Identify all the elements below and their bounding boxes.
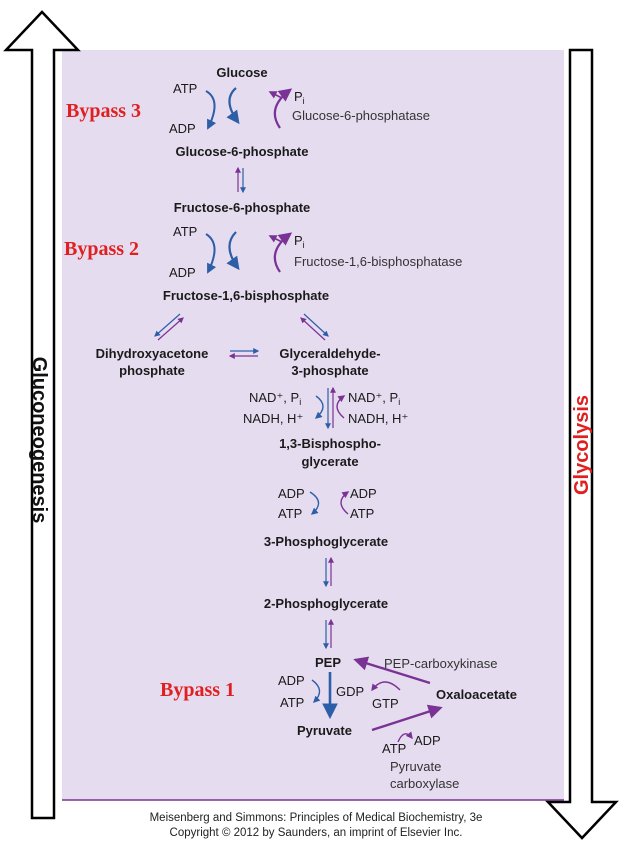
nad-pi-right-label: NAD⁺, Pi: [348, 390, 400, 407]
nadh-right-label: NADH, H⁺: [348, 411, 408, 426]
gap-label-line1: Glyceraldehyde-: [279, 346, 380, 361]
gluconeogenesis-up-arrow: [3, 10, 81, 820]
nad-pi-left-text: NAD⁺, P: [249, 390, 299, 405]
bypass-3-label: Bypass 3: [66, 100, 141, 122]
3pg-label: 3-Phosphoglycerate: [264, 534, 388, 549]
dhap-label-line2: phosphate: [119, 363, 185, 378]
bypass-2-label: Bypass 2: [64, 238, 139, 260]
pep-label: PEP: [315, 655, 341, 670]
adp-label-pk: ADP: [278, 673, 305, 688]
equilibrium-g6p-f6p: [235, 166, 246, 194]
atp-adp-curve-b3: [205, 90, 217, 130]
adp-label-pgk-right: ADP: [350, 486, 377, 501]
gapdh-cofactor-arrows: [314, 386, 346, 430]
pep-carboxykinase-label: PEP-carboxykinase: [384, 656, 497, 671]
f16bp-label: Fructose-1,6-bisphosphate: [163, 288, 329, 303]
adp-label-pgk-left: ADP: [278, 486, 305, 501]
pi-release-curve-b3: [268, 91, 283, 99]
pyruvate-carboxylase-reverse-arrow: [371, 704, 443, 732]
bypass-1-label: Bypass 1: [160, 679, 235, 701]
pyruvate-label: Pyruvate: [297, 723, 352, 738]
fructose-bisphosphatase-label: Fructose-1,6-bisphosphatase: [294, 254, 462, 269]
gtp-label: GTP: [372, 696, 399, 711]
glucose-label: Glucose: [216, 65, 267, 80]
equilibrium-f16bp-gap: [300, 313, 329, 341]
glucose-6-phosphatase-label: Glucose-6-phosphatase: [292, 108, 430, 123]
atp-adp-curve-pc: [397, 731, 413, 743]
atp-label-pgk-left: ATP: [278, 506, 302, 521]
pi-label-b2: Pi: [294, 233, 305, 250]
credit-line-2: Copyright © 2012 by Saunders, an imprint…: [170, 827, 463, 839]
pi-release-curve-b2: [268, 235, 283, 243]
nad-pi-left-label: NAD⁺, Pi: [249, 390, 301, 407]
pathway-panel: [62, 50, 564, 800]
pgk-cofactor-arrows: [309, 491, 350, 515]
atp-label-pc: ATP: [382, 741, 406, 756]
nad-pi-right-sub: i: [398, 397, 400, 407]
adp-atp-curve-pk: [311, 679, 321, 703]
pi-subscript: i: [303, 96, 305, 106]
2pg-label: 2-Phosphoglycerate: [264, 596, 388, 611]
nadh-left-label: NADH, H⁺: [243, 411, 303, 426]
fbpase-reverse-arrow: [273, 232, 293, 273]
pfk-forward-arrow: [226, 231, 240, 271]
glycolysis-down-arrow: [545, 48, 619, 840]
bpg-label-line1: 1,3-Bisphospho-: [279, 436, 381, 451]
gluconeogenesis-label: Gluconeogenesis: [28, 357, 50, 524]
gdp-label: GDP: [336, 684, 364, 699]
equilibrium-dhap-gap: [228, 348, 260, 359]
adp-label-pc: ADP: [414, 733, 441, 748]
atp-label-b3: ATP: [173, 81, 197, 96]
equilibrium-2pg-pep: [323, 618, 334, 650]
bpg-label-line2: glycerate: [301, 454, 358, 469]
gap-label-line2: 3-phosphate: [291, 363, 368, 378]
pi-letter: P: [294, 89, 303, 104]
pepck-reverse-arrow: [353, 656, 431, 685]
pyruvate-carboxylase-label-line1: Pyruvate: [390, 759, 441, 774]
gtp-gdp-curve: [371, 681, 401, 692]
dhap-label-line1: Dihydroxyacetone: [96, 346, 209, 361]
credit-line-1: Meisenberg and Simmons: Principles of Me…: [150, 812, 483, 824]
nad-pi-right-text: NAD⁺, P: [348, 390, 398, 405]
equilibrium-f16bp-dhap: [154, 313, 184, 341]
adp-label-b2: ADP: [169, 265, 196, 280]
equilibrium-3pg-2pg: [323, 556, 334, 588]
pi-subscript-b2: i: [303, 240, 305, 250]
atp-label-pk: ATP: [280, 695, 304, 710]
hexokinase-forward-arrow: [226, 87, 240, 125]
pi-letter-b2: P: [294, 233, 303, 248]
atp-adp-curve-b2: [205, 233, 217, 274]
pyruvate-carboxylase-label-line2: carboxylase: [390, 776, 459, 791]
f6p-label: Fructose-6-phosphate: [174, 200, 311, 215]
pi-label-b3: Pi: [294, 89, 305, 106]
oxaloacetate-label: Oxaloacetate: [436, 687, 517, 702]
nad-pi-left-sub: i: [299, 397, 301, 407]
atp-label-b2: ATP: [173, 224, 197, 239]
g6pase-reverse-arrow: [273, 88, 293, 129]
adp-label-b3: ADP: [169, 121, 196, 136]
g6p-label: Glucose-6-phosphate: [176, 144, 309, 159]
glycolysis-label: Glycolysis: [571, 395, 593, 495]
atp-label-pgk-right: ATP: [350, 506, 374, 521]
